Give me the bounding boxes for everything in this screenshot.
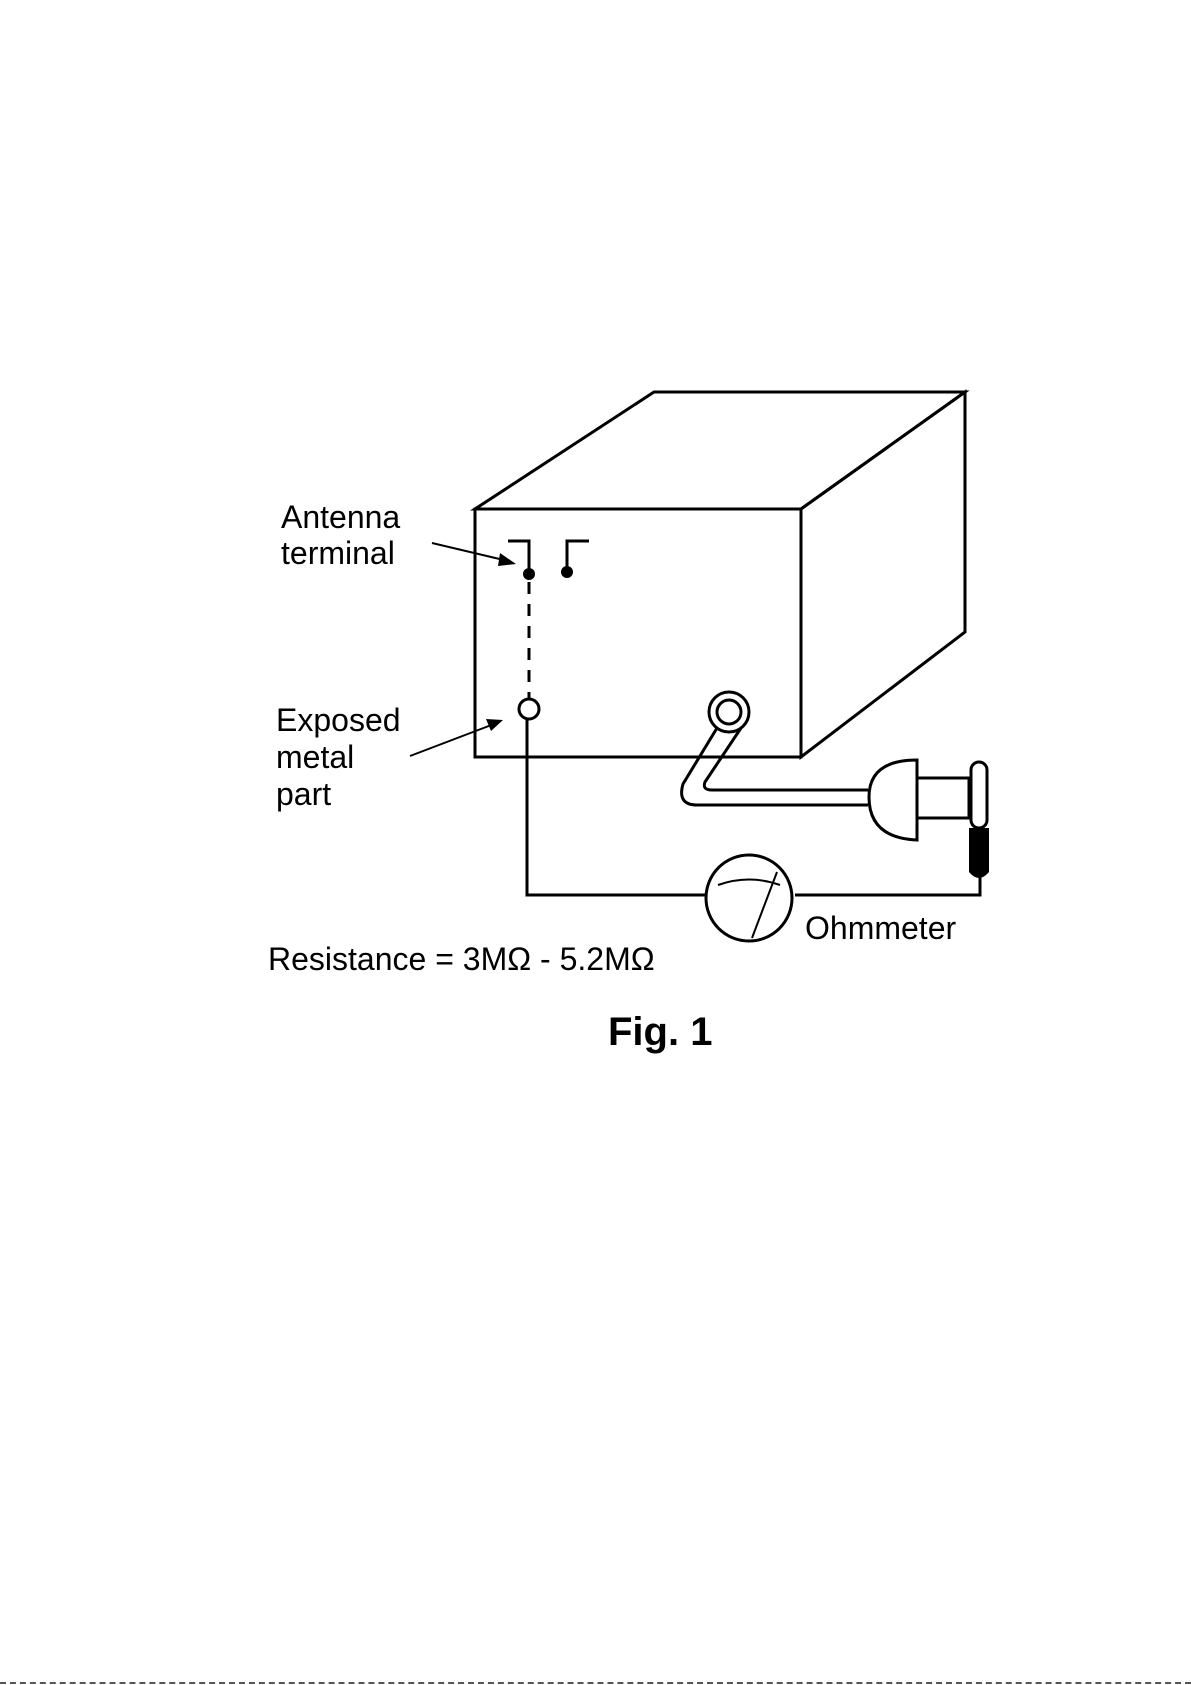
cabinet-front-face [475,509,801,757]
exposed-metal-label-line3: part [276,776,331,812]
ohmmeter-dial [706,855,792,941]
callout-arrows [410,543,516,756]
figure-caption: Fig. 1 [608,1010,712,1054]
cabinet-top-face [475,392,965,509]
antenna-terminal-right-dot [561,566,573,578]
exposed-metal-label-line2: metal [276,739,354,775]
resistance-label: Resistance = 3MΩ - 5.2MΩ [268,941,655,977]
ohmmeter-scale-arc [718,880,780,886]
exposed-metal-arrow-line [410,724,494,756]
cord-grommet-outer [709,692,749,732]
power-cord [682,692,868,805]
plug-body [869,760,917,840]
exposed-metal-part-terminal [519,699,539,719]
antenna-terminals [508,541,589,580]
power-cord-outline [682,728,868,805]
page-bottom-rule [0,1682,1191,1684]
ohmmeter-needle [752,872,777,938]
antenna-terminal-label-line2: terminal [281,535,395,571]
ohmmeter-icon [706,855,792,941]
antenna-terminal-label-line1: Antenna [281,499,400,535]
antenna-terminal-left-dot [523,568,535,580]
antenna-terminal-arrow-line [432,543,508,561]
cabinet-side-face [801,392,965,757]
ohmmeter-label: Ohmmeter [805,910,956,946]
ohmmeter-lead-wire [795,868,980,895]
power-plug-icon [869,760,989,878]
test-lead-wire [527,719,707,895]
plug-prong [971,762,987,828]
exposed-metal-label-line1: Exposed [276,702,401,738]
cord-grommet-inner [717,700,741,724]
exposed-metal-arrowhead [486,719,503,731]
antenna-terminal-arrowhead [498,553,516,566]
plug-prong-black-tip [969,828,989,878]
plug-neck [917,778,969,818]
